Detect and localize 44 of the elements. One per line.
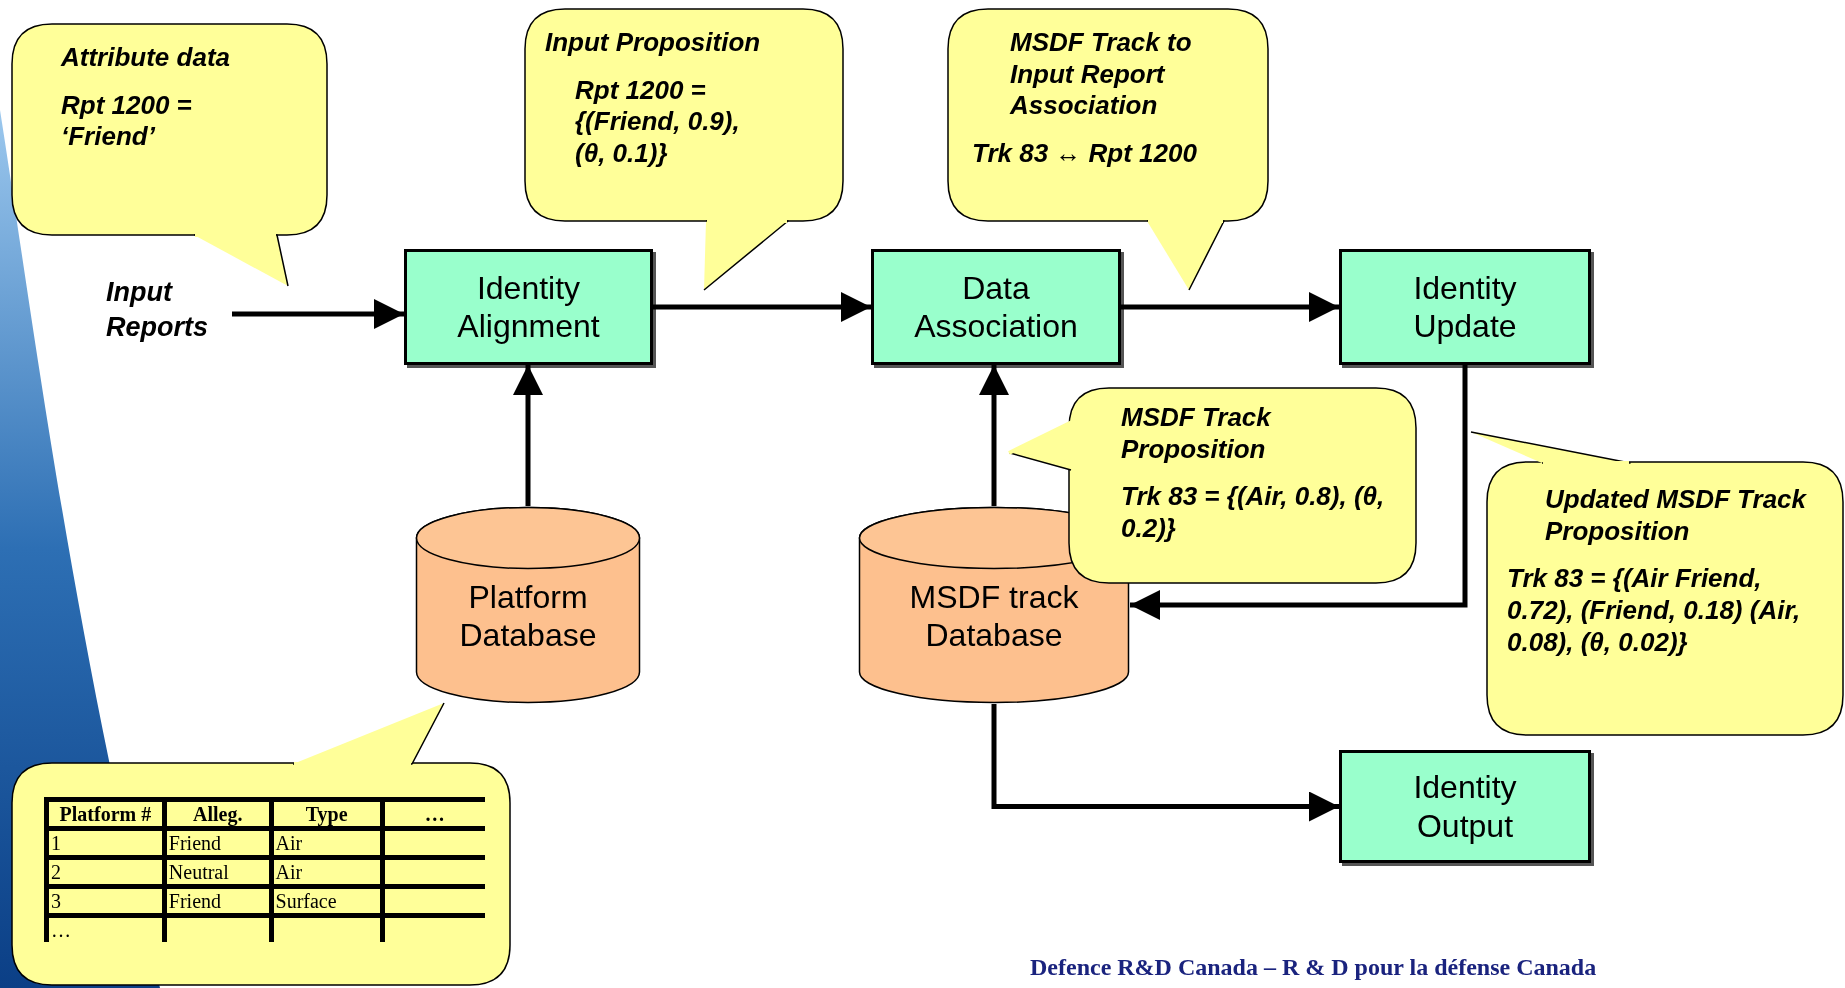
callout-text: Rpt 1200 = {(Friend, 0.9), (θ, 0.1)} — [574, 74, 741, 170]
callout-heading: Attribute data — [61, 42, 231, 74]
database-label: Platform Database — [458, 578, 598, 655]
callout-text: Trk 83 = {(Air, 0.8), (θ, 0.2)} — [1121, 481, 1386, 545]
table-cell: Air — [275, 832, 303, 854]
box-label: Data Association — [913, 268, 1079, 346]
table-header: … — [424, 803, 445, 825]
box-label: Identity Alignment — [456, 268, 601, 346]
table-cell: 2 — [51, 861, 61, 883]
table-header: Type — [305, 803, 348, 825]
callout-heading: Input Proposition — [545, 27, 762, 59]
table-cell: 3 — [51, 890, 61, 912]
process-box — [404, 249, 653, 365]
table-header: Platform # — [59, 803, 152, 825]
box-label: Identity Update — [1412, 268, 1518, 346]
input-label: Input Reports — [106, 276, 209, 345]
table-cell: Neutral — [168, 861, 229, 883]
callout-heading: MSDF Track Proposition — [1121, 402, 1273, 466]
table-cell: Surface — [275, 890, 337, 912]
arrow — [991, 704, 1339, 822]
arrow — [653, 292, 871, 322]
callout-text: Rpt 1200 = ‘Friend’ — [61, 89, 193, 154]
box-label: Identity Output — [1412, 768, 1518, 845]
arrow — [513, 365, 543, 506]
table-cell: Friend — [168, 832, 222, 854]
database-cylinder — [415, 506, 641, 704]
callout-heading: MSDF Track to Input Report Association — [1008, 27, 1193, 123]
table-header: Alleg. — [192, 803, 243, 825]
arrow — [979, 365, 1009, 506]
table-cell: 1 — [51, 832, 61, 854]
table-cell: Friend — [168, 890, 222, 912]
table-cell: … — [51, 919, 71, 941]
process-box — [1339, 750, 1591, 863]
callout-heading: Updated MSDF Track Proposition — [1544, 484, 1808, 548]
process-box — [1339, 249, 1591, 365]
table-cell: Air — [275, 861, 303, 883]
process-box — [871, 249, 1121, 365]
arrow — [1121, 292, 1339, 322]
footer-text: Defence R&D Canada – R & D pour la défense Canada — [1030, 954, 1597, 981]
arrow — [1130, 365, 1468, 620]
arrow — [232, 299, 404, 329]
callout-text: Trk 83 ↔ Rpt 1200 — [972, 138, 1198, 170]
callout-text: Trk 83 = {(Air Friend, 0.72), (Friend, 0.18) (Air, 0.08), (θ, 0.02)} — [1507, 563, 1802, 659]
database-label: MSDF track Database — [908, 578, 1080, 655]
